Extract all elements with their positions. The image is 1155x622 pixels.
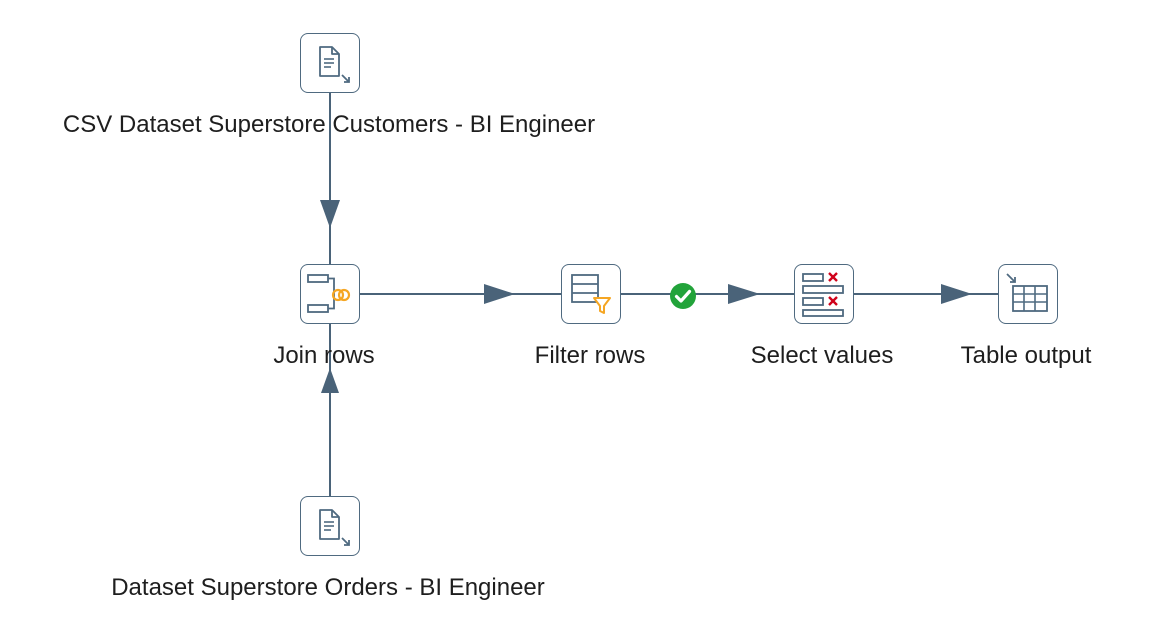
step-label-filter-rows[interactable]: Filter rows — [534, 342, 646, 369]
step-label-select-values[interactable]: Select values — [750, 342, 894, 369]
hop-arrow-icon — [484, 284, 515, 304]
step-filter-rows[interactable] — [561, 264, 621, 324]
step-select-values[interactable] — [794, 264, 854, 324]
select-values-icon — [802, 272, 844, 317]
hop-select-to-output[interactable] — [854, 284, 998, 304]
hop-arrow-icon — [728, 284, 760, 304]
hop-join-to-filter[interactable] — [360, 284, 561, 304]
check-circle-icon[interactable] — [668, 281, 698, 311]
hop-arrow-icon — [941, 284, 972, 304]
hop-arrow-icon — [320, 200, 340, 228]
step-orders[interactable] — [300, 496, 360, 556]
hop-orders-to-join[interactable] — [321, 324, 339, 496]
step-csv-customers[interactable] — [300, 33, 360, 93]
csv-file-input-icon — [319, 46, 350, 83]
hop-filter-to-select[interactable] — [621, 284, 794, 304]
table-output-icon — [1006, 273, 1048, 312]
hop-arrow-icon — [321, 368, 339, 393]
join-rows-icon — [307, 274, 351, 313]
step-table-output[interactable] — [998, 264, 1058, 324]
step-join-rows[interactable] — [300, 264, 360, 324]
step-label-orders[interactable]: Dataset Superstore Orders - BI Engineer — [111, 574, 545, 601]
step-label-join-rows[interactable]: Join rows — [273, 342, 375, 369]
csv-file-input-icon — [319, 509, 350, 546]
step-label-csv-customers[interactable]: CSV Dataset Superstore Customers - BI En… — [62, 111, 596, 138]
step-label-table-output[interactable]: Table output — [960, 342, 1092, 369]
filter-rows-icon — [571, 274, 611, 314]
hop-customers-to-join[interactable] — [320, 93, 340, 264]
